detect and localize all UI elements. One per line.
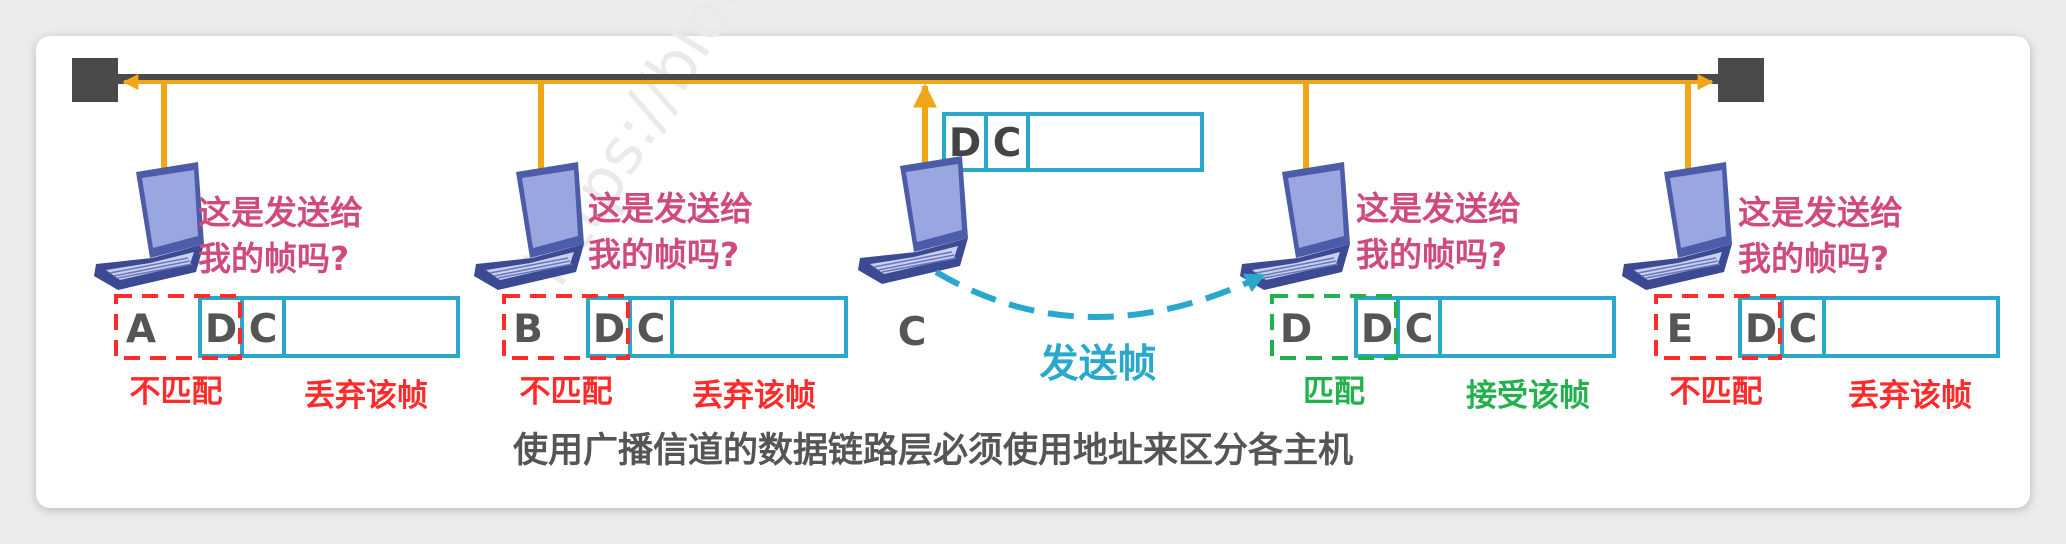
svg-text:这是发送给: 这是发送给 [588, 189, 753, 228]
host-b-match: 不匹配 [520, 374, 613, 410]
svg-text:D: D [205, 307, 237, 352]
svg-text:我的帧吗?: 我的帧吗? [1356, 235, 1507, 274]
question-e: 这是发送给 我的帧吗? [1738, 193, 1903, 278]
svg-text:这是发送给: 这是发送给 [198, 193, 363, 232]
svg-text:D: D [1280, 307, 1312, 352]
host-a-frame: A D C 不匹配 丢弃该帧 [114, 294, 460, 414]
host-d-frame: D D C 匹配 接受该帧 [1270, 294, 1616, 414]
laptop-icon [857, 155, 969, 285]
send-label: 发送帧 [1039, 342, 1156, 387]
svg-text:这是发送给: 这是发送给 [1356, 189, 1521, 228]
svg-text:A: A [126, 307, 156, 352]
host-d-action: 接受该帧 [1466, 378, 1590, 414]
svg-text:D: D [1361, 307, 1393, 352]
question-b: 这是发送给 我的帧吗? [588, 189, 753, 274]
svg-text:我的帧吗?: 我的帧吗? [1738, 239, 1889, 278]
laptop-icon [1239, 161, 1351, 291]
svg-text:D: D [1745, 307, 1777, 352]
bus-line [72, 58, 1764, 102]
svg-text:C: C [637, 307, 666, 352]
svg-text:这是发送给: 这是发送给 [1738, 193, 1903, 232]
laptop-icon [473, 161, 585, 291]
host-a-action: 丢弃该帧 [304, 378, 428, 414]
caption: 使用广播信道的数据链路层必须使用地址来区分各主机 [513, 430, 1353, 471]
laptop-icon [93, 161, 205, 291]
svg-text:E: E [1667, 307, 1694, 352]
sender-label: C [898, 310, 927, 355]
sent-frame: D C [942, 112, 1204, 172]
host-e-match: 不匹配 [1670, 374, 1763, 410]
host-d-match: 匹配 [1303, 374, 1365, 410]
laptop-icon [1621, 161, 1733, 291]
svg-text:D: D [593, 307, 625, 352]
host-a-match: 不匹配 [130, 374, 223, 410]
svg-text:我的帧吗?: 我的帧吗? [198, 239, 349, 278]
svg-text:C: C [1789, 307, 1818, 352]
svg-text:B: B [513, 307, 543, 352]
svg-text:我的帧吗?: 我的帧吗? [588, 235, 739, 274]
host-b-frame: B D C 不匹配 丢弃该帧 [502, 294, 848, 414]
question-d: 这是发送给 我的帧吗? [1356, 189, 1521, 274]
sent-frame-src: C [993, 121, 1022, 166]
host-b-action: 丢弃该帧 [692, 378, 816, 414]
svg-text:C: C [249, 307, 278, 352]
question-a: 这是发送给 我的帧吗? [198, 193, 363, 278]
send-arrow [934, 269, 1266, 320]
svg-text:C: C [1405, 307, 1434, 352]
host-e-action: 丢弃该帧 [1848, 378, 1972, 414]
host-e-frame: E D C 不匹配 丢弃该帧 [1654, 294, 2000, 414]
